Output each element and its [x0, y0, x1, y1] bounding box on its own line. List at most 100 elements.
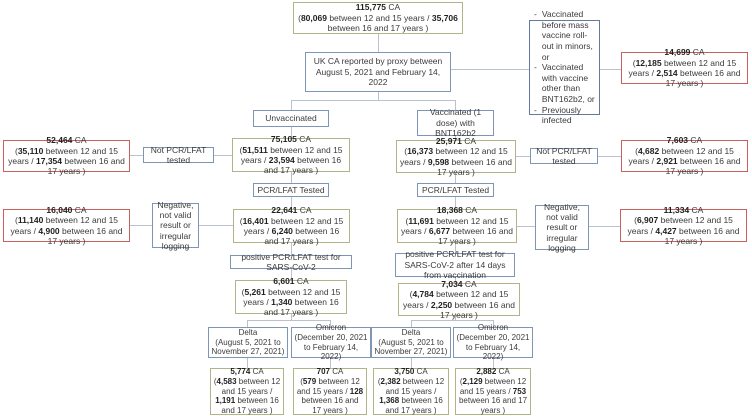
node-vax-omicron-cases: 2,882 CA (2,129 between 12 and 15 years …: [455, 367, 531, 416]
node-value: 52,464 CA: [46, 135, 87, 146]
variant-name: Delta: [401, 327, 421, 337]
node-value: 5,774 CA: [230, 367, 264, 377]
node-delta-label-right: Delta (August 5, 2021 to November 27, 20…: [371, 327, 451, 358]
node-omicron-label-right: Omicron (December 20, 2021 to February 1…: [453, 323, 533, 361]
connector-line: [378, 92, 379, 100]
node-uk-ca-reported: UK CA reported by proxy between August 5…: [305, 52, 451, 92]
connector-line: [411, 358, 412, 368]
exclusion-text: Vaccinated with vaccine other than BNT16…: [541, 62, 595, 105]
node-vaccinated-cases: 25,971 CA (16,373 between 12 and 15 year…: [396, 136, 516, 177]
exclusion-item: -Vaccinated before mass vaccine roll-out…: [534, 9, 596, 62]
node-label: Negative, not valid result or irregular …: [157, 199, 194, 252]
node-detail: (51,511 between 12 and 15 years / 23,594…: [239, 144, 343, 176]
connector-line: [247, 320, 330, 321]
connector-line: [455, 197, 456, 209]
node-vax-positive-cases: 7,034 CA (4,784 between 12 and 15 years …: [398, 279, 520, 320]
exclusion-text: Previously infected: [541, 104, 582, 126]
node-detail: (11,691 between 12 and 15 years / 6,677 …: [400, 215, 514, 247]
node-detail: (16,373 between 12 and 15 years / 9,598 …: [399, 146, 513, 177]
connector-line: [291, 269, 292, 280]
node-detail: (11,140 between 12 and 15 years / 4,900 …: [10, 215, 123, 246]
node-value: 18,368 CA: [436, 205, 478, 216]
node-detail: (35,110 between 12 and 15 years / 17,354…: [8, 145, 125, 177]
connector-line: [455, 243, 456, 253]
node-label: UK CA reported by proxy between August 5…: [313, 56, 443, 88]
node-excluded-cases: 14,699 CA (12,185 between 12 and 15 year…: [621, 47, 748, 88]
node-unvaccinated-label: Unvaccinated: [253, 110, 329, 127]
connector-line: [455, 173, 456, 183]
node-detail: (579 between 12 and 15 years / 128 betwe…: [296, 376, 364, 416]
node-detail: (4,784 between 12 and 15 years / 2,250 b…: [402, 289, 516, 320]
node-negative-label-left: Negative, not valid result or irregular …: [152, 200, 199, 251]
connector-line: [411, 320, 493, 321]
connector-line: [291, 197, 292, 209]
node-detail: (2,129 between 12 and 15 years / 753 bet…: [458, 376, 528, 416]
node-tested-label-left: PCR/LFAT Tested: [253, 183, 329, 197]
node-value: 16,040 CA: [46, 204, 87, 215]
node-omicron-label-left: Omicron (December 20, 2021 to February 1…: [291, 323, 371, 361]
node-label: PCR/LFAT Tested: [257, 184, 325, 195]
connector-line: [493, 358, 494, 368]
node-label: Not PCR/LFAT tested: [150, 144, 207, 165]
node-value: 7,603 CA: [666, 135, 703, 146]
node-label: PCR/LFAT Tested: [421, 184, 490, 195]
node-positive-label-right: positive PCR/LFAT test for SARS-CoV-2 af…: [395, 249, 515, 280]
node-label: Not PCR/LFAT tested: [536, 145, 592, 166]
connector-line: [291, 172, 292, 183]
connector-line: [291, 314, 292, 320]
node-not-tested-label-left: Not PCR/LFAT tested: [143, 144, 214, 165]
node-unvax-delta-cases: 5,774 CA (4,583 between 12 and 15 years …: [210, 367, 284, 416]
node-unvax-not-tested-cases: 52,464 CA (35,110 between 12 and 15 year…: [3, 135, 130, 176]
node-value: 75,105 CA: [270, 134, 312, 145]
node-value: 14,699 CA: [664, 47, 705, 58]
variant-range: (December 20, 2021 to February 14, 2022): [294, 332, 368, 362]
node-vax-not-tested-cases: 7,603 CA (4,682 between 12 and 15 years …: [621, 135, 748, 176]
node-negative-label-right: Negative, not valid result or irregular …: [535, 202, 589, 253]
bullet-dash: -: [534, 62, 537, 73]
connector-line: [330, 358, 331, 368]
node-total-cases: 115,775 CA (80,069 between 12 and 15 yea…: [293, 2, 463, 34]
node-positive-label-left: positive PCR/LFAT test for SARS-CoV-2: [230, 252, 352, 272]
variant-range: (August 5, 2021 to November 27, 2021): [211, 337, 285, 357]
node-label: Vaccinated (1 dose) with BNT162b2: [429, 107, 482, 139]
node-label: Unvaccinated: [265, 113, 317, 124]
node-vax-negative-cases: 11,334 CA (6,907 between 12 and 15 years…: [620, 205, 747, 246]
variant-range: (December 20, 2021 to February 14, 2022): [456, 332, 530, 362]
node-delta-label-left: Delta (August 5, 2021 to November 27, 20…: [208, 327, 288, 358]
node-not-tested-label-right: Not PCR/LFAT tested: [530, 145, 598, 166]
bullet-dash: -: [534, 104, 537, 115]
exclusion-item: -Previously infected: [534, 105, 596, 126]
connector-line: [455, 100, 456, 110]
node-unvaccinated-cases: 75,105 CA (51,511 between 12 and 15 year…: [232, 134, 350, 175]
connector-line: [493, 320, 494, 327]
node-unvax-tested-cases: 22,641 CA (16,401 between 12 and 15 year…: [233, 205, 350, 246]
connector-line: [247, 358, 248, 368]
connector-line: [291, 100, 455, 101]
node-detail: (2,382 between 12 and 15 years / 1,368 b…: [377, 376, 445, 416]
connector-line: [330, 320, 331, 327]
node-vax-delta-cases: 3,750 CA (2,382 between 12 and 15 years …: [373, 367, 449, 416]
connector-line: [378, 34, 379, 52]
node-value: 115,775 CA: [355, 2, 401, 13]
node-detail: (12,185 between 12 and 15 years / 2,514 …: [628, 57, 741, 89]
connector-line: [247, 320, 248, 327]
connector-line: [291, 100, 292, 110]
connector-line: [455, 277, 456, 283]
bullet-dash: -: [534, 9, 537, 20]
exclusion-item: -Vaccinated with vaccine other than BNT1…: [534, 62, 596, 105]
node-detail: (6,907 between 12 and 15 years / 4,427 b…: [627, 215, 740, 246]
node-unvax-negative-cases: 16,040 CA (11,140 between 12 and 15 year…: [3, 205, 130, 246]
connector-line: [291, 127, 292, 138]
node-value: 3,750 CA: [394, 367, 428, 377]
node-detail: (4,583 between 12 and 15 years / 1,191 b…: [213, 376, 281, 416]
connector-line: [455, 316, 456, 320]
node-unvax-omicron-cases: 707 CA (579 between 12 and 15 years / 12…: [293, 367, 367, 416]
node-label: Negative, not valid result or irregular …: [544, 201, 580, 254]
node-value: 11,334 CA: [663, 204, 704, 215]
variant-name: Delta: [238, 327, 258, 337]
variant-name: Omicron: [477, 323, 509, 332]
node-value: 22,641 CA: [271, 205, 312, 216]
exclusion-text: Vaccinated before mass vaccine roll-out …: [541, 9, 593, 62]
node-value: 7,034 CA: [441, 278, 477, 289]
